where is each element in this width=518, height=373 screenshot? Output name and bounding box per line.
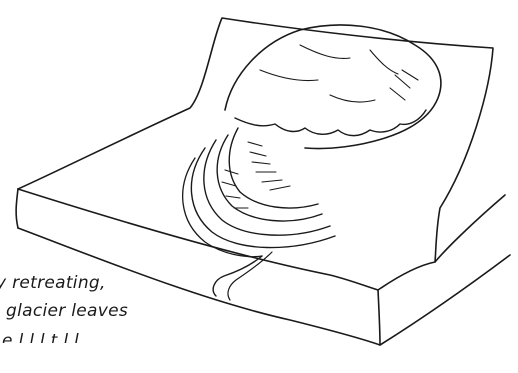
moraine-ridge-3 [204,140,330,235]
glacier-texture-2 [370,50,398,74]
block-corner-edge [378,290,380,345]
block-top-face [18,18,493,262]
glacier-texture-3 [260,70,318,81]
block-left-edge [16,189,18,228]
caption-line-2: glacier leaves [6,301,128,321]
outwash-stream-bank [228,252,272,300]
glacier-dome-edge [235,110,426,136]
moraine-ridge-1 [229,128,318,208]
caption-line-3: e l l l t l l [2,331,79,343]
glacier-texture-4 [390,70,418,100]
block-right-face [378,195,505,290]
block-right-bottom-edge [380,255,510,345]
glacier-texture-1 [300,45,350,58]
moraine-hatch-2 [222,170,248,208]
caption-line-1: y retreating, [0,273,106,293]
glacier-texture-5 [330,95,375,102]
outwash-stream [213,256,262,296]
moraine-hatch-1 [248,142,290,190]
